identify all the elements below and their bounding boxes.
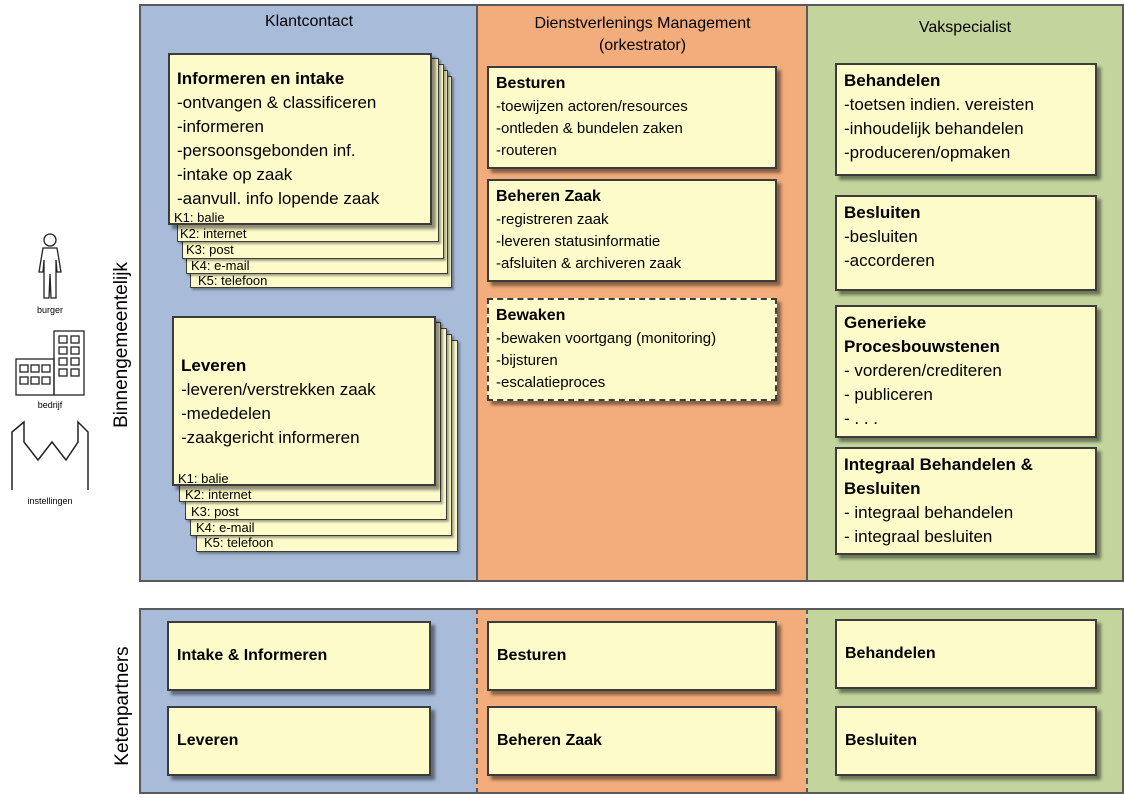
actor-bedrijf: bedrijf: [10, 325, 90, 415]
column-header-orkestrator: (orkestrator): [598, 37, 687, 54]
informeren-item: -ontvangen & classificeren: [177, 93, 377, 112]
keten-besluiten-box: Besluiten: [835, 706, 1097, 776]
leveren-box: Leveren -leveren/verstrekken zaak -meded…: [172, 316, 436, 486]
actor-label-burger: burger: [36, 305, 63, 315]
besturen-item: -ontleden & bundelen zaken: [496, 120, 683, 137]
informeren-title: Informeren en intake: [177, 69, 345, 88]
channel-label: K1: balie: [178, 471, 229, 486]
behandelen-item: -inhoudelijk behandelen: [844, 119, 1024, 138]
besturen-box: Besturen -toewijzen actoren/resources -o…: [487, 66, 777, 169]
generieke-item: - . . .: [844, 409, 878, 428]
row-label-binnengemeentelijk: Binnengemeentelijk: [111, 262, 132, 428]
channel-label: K1: balie: [174, 210, 225, 225]
channel-label: K4: e-mail: [196, 520, 255, 535]
beheren-zaak-item: -registreren zaak: [496, 211, 609, 228]
besluiten-item: -besluiten: [844, 227, 918, 246]
informeren-item: -informeren: [177, 117, 264, 136]
behandelen-box: Behandelen -toetsen indien. vereisten -i…: [835, 63, 1097, 176]
keten-intake-informeren-box: Intake & Informeren: [167, 621, 431, 691]
actor-instellingen: instellingen: [8, 418, 92, 513]
channel-label: K2: internet: [180, 226, 247, 241]
generieke-title: Procesbouwstenen: [844, 337, 1000, 356]
integraal-title: Besluiten: [844, 479, 921, 498]
column-header-dienstverlening: Dienstverlenings Management: [534, 15, 751, 32]
channel-label: K3: post: [186, 242, 234, 257]
channel-label: K2: internet: [185, 487, 252, 502]
channel-label: K5: telefoon: [204, 535, 274, 550]
generieke-title: Generieke: [844, 313, 927, 332]
channel-label: K4: e-mail: [191, 258, 250, 273]
keten-besturen-box: Besturen: [487, 621, 777, 691]
row-label-ketenpartners: Ketenpartners: [112, 646, 133, 766]
behandelen-item: -produceren/opmaken: [844, 143, 1011, 162]
leveren-item: -leveren/verstrekken zaak: [181, 380, 376, 399]
integraal-item: - integraal behandelen: [844, 503, 1014, 522]
keten-beheren-zaak-box: Beheren Zaak: [487, 706, 777, 776]
generieke-item: - vorderen/crediteren: [844, 361, 1002, 380]
bewaken-item: -bijsturen: [496, 352, 558, 369]
leveren-item: -mededelen: [181, 404, 271, 423]
actor-label-instellingen: instellingen: [27, 496, 73, 506]
office-building-icon: [15, 330, 85, 396]
channel-label: K5: telefoon: [198, 273, 268, 288]
bewaken-item: -bewaken voortgang (monitoring): [496, 330, 717, 347]
besturen-title: Besturen: [496, 75, 566, 92]
channel-label: K3: post: [191, 504, 239, 519]
actor-burger: burger: [10, 230, 90, 320]
generieke-procesbouwstenen-box: Generieke Procesbouwstenen - vorderen/cr…: [835, 305, 1097, 438]
generieke-item: - publiceren: [844, 385, 933, 404]
column-header-klantcontact: Klantcontact: [264, 13, 354, 30]
person-icon: [38, 233, 62, 299]
leveren-item: -zaakgericht informeren: [181, 428, 360, 447]
besluiten-box: Besluiten -besluiten -accorderen: [835, 195, 1097, 291]
keten-behandelen-box: Behandelen: [835, 619, 1097, 689]
besluiten-item: -accorderen: [844, 251, 935, 270]
beheren-zaak-item: -leveren statusinformatie: [496, 233, 661, 250]
beheren-zaak-box: Beheren Zaak -registreren zaak -leveren …: [487, 179, 777, 282]
besturen-item: -routeren: [496, 142, 557, 159]
leveren-title: Leveren: [181, 356, 247, 375]
behandelen-item: -toetsen indien. vereisten: [844, 95, 1034, 114]
besturen-item: -toewijzen actoren/resources: [496, 98, 688, 115]
bewaken-box: Bewaken -bewaken voortgang (monitoring) …: [487, 298, 777, 401]
bewaken-title: Bewaken: [496, 307, 566, 324]
integraal-item: - integraal besluiten: [844, 527, 993, 546]
integraal-behandelen-besluiten-box: Integraal Behandelen & Besluiten - integ…: [835, 447, 1097, 555]
keten-leveren-box: Leveren: [167, 706, 431, 776]
column-header-vakspecialist: Vakspecialist: [918, 19, 1012, 36]
bewaken-item: -escalatieproces: [496, 374, 606, 391]
behandelen-title: Behandelen: [844, 71, 941, 90]
actor-label-bedrijf: bedrijf: [37, 400, 63, 410]
institution-building-icon: [11, 420, 89, 490]
informeren-item: -persoonsgebonden inf.: [177, 141, 356, 160]
beheren-zaak-title: Beheren Zaak: [496, 188, 601, 205]
informeren-item: -aanvull. info lopende zaak: [177, 189, 380, 208]
informeren-item: -intake op zaak: [177, 165, 293, 184]
besluiten-title: Besluiten: [844, 203, 921, 222]
beheren-zaak-item: -afsluiten & archiveren zaak: [496, 255, 682, 272]
integraal-title: Integraal Behandelen &: [844, 455, 1033, 474]
informeren-en-intake-box: Informeren en intake -ontvangen & classi…: [168, 53, 432, 225]
